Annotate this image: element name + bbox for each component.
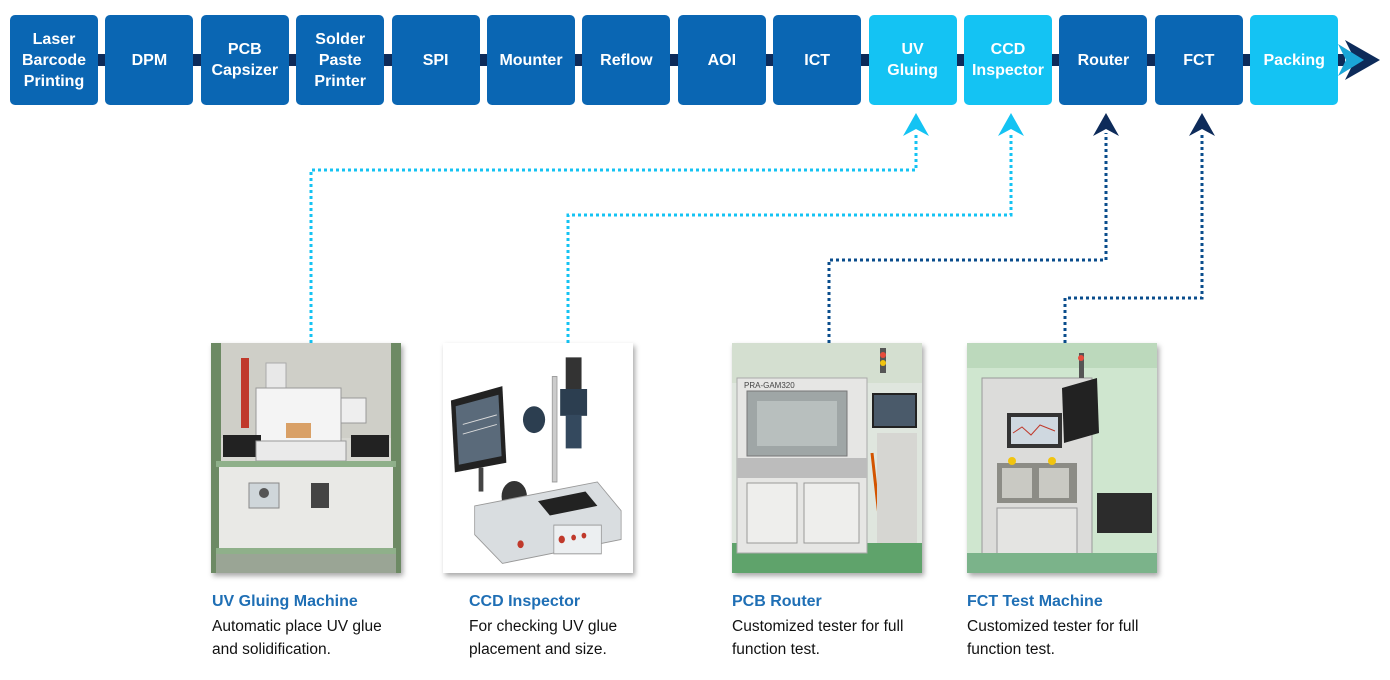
fct-test-machine-title: FCT Test Machine — [967, 593, 1103, 610]
fct-test-machine-desc: Customized tester for full function test… — [967, 618, 1139, 658]
flow-arrowhead-accent — [1338, 44, 1364, 76]
connector-ccd-inspector — [566, 133, 1013, 343]
step-ict: ICT — [773, 15, 862, 105]
ccd-inspector-photo — [443, 343, 633, 573]
step-solder-paste-printer: Solder Paste Printer — [296, 15, 385, 105]
connector-uv-gluing — [309, 133, 918, 343]
step-pcb-capsizer: PCB Capsizer — [200, 15, 289, 105]
step-reflow: Reflow — [582, 15, 671, 105]
step-dpm: DPM — [105, 15, 194, 105]
connector-fct — [1063, 133, 1204, 343]
ccd-inspector-title: CCD Inspector — [469, 593, 581, 610]
uv-gluing-machine-title: UV Gluing Machine — [212, 593, 358, 610]
up-arrow-ccd-inspector — [998, 113, 1024, 136]
step-fct: FCT — [1154, 15, 1243, 105]
step-ccd-inspector: CCD Inspector — [964, 15, 1052, 105]
step-spi: SPI — [391, 15, 480, 105]
step-router: Router — [1059, 15, 1148, 105]
router-machine-label: PRA-GAM320 — [744, 381, 795, 390]
step-mounter: Mounter — [487, 15, 575, 105]
ccd-inspector-desc: For checking UV glue placement and size. — [469, 618, 618, 658]
pcb-router-title: PCB Router — [732, 593, 822, 610]
fct-test-machine-photo — [967, 343, 1157, 573]
pcb-router-photo: PRA-GAM320 — [732, 343, 922, 573]
uv-gluing-machine-photo — [211, 343, 401, 573]
up-arrow-fct — [1189, 113, 1215, 136]
step-laser-barcode-printing: Laser Barcode Printing — [10, 15, 98, 105]
up-arrow-uv-gluing — [903, 113, 929, 136]
step-uv-gluing: UV Gluing — [868, 15, 957, 105]
pcb-router-desc: Customized tester for full function test… — [732, 618, 904, 658]
uv-gluing-machine-desc: Automatic place UV glue and solidificati… — [212, 618, 382, 658]
step-aoi: AOI — [677, 15, 766, 105]
step-packing: Packing — [1250, 15, 1339, 105]
up-arrow-router — [1093, 113, 1119, 136]
